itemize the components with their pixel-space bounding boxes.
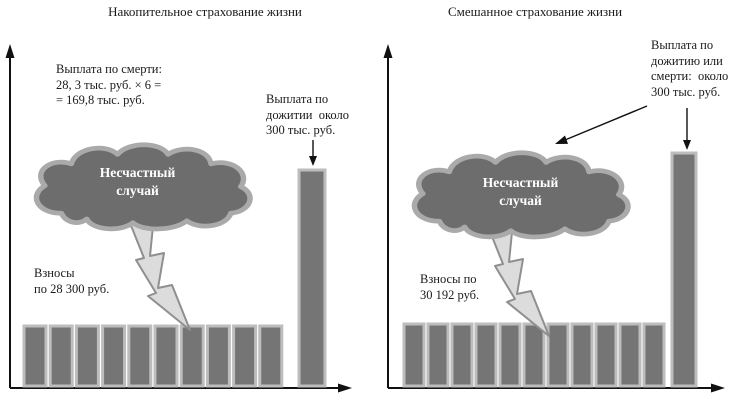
premium-bar [22,324,48,388]
payout-to-cloud-arrowhead [555,135,568,144]
survival-payout-bar [297,168,327,388]
premium-bar [426,322,450,388]
premium-bar [498,322,522,388]
premium-bar [48,324,74,388]
premium-note-mixed: Взносы по 30 192 руб. [420,272,480,302]
accident-cloud-label-accumulative: Несчастный случай [99,165,176,198]
x-axis-arrowhead [338,383,352,393]
x-axis-arrowhead [711,383,725,393]
premium-bars [402,322,666,388]
survival-payout-arrowhead [309,156,317,166]
payout-to-bar-arrowhead [683,140,691,150]
accumulative-panel-art [5,44,352,393]
survival-payout-note: Выплата по дожитии около 300 тыс. руб. [266,92,349,137]
premium-bar [127,324,153,388]
accident-cloud [33,142,253,232]
premium-bar [232,324,258,388]
lightning-bolt [486,221,550,337]
panel-title-mixed: Смешанное страхование жизни [447,4,623,19]
premium-bar [258,324,284,388]
accident-cloud-label-mixed: Несчастный случай [482,175,559,208]
premium-bar [450,322,474,388]
premium-bar [179,324,205,388]
premium-bar [618,322,642,388]
death-payout-note: Выплата по смерти: 28, 3 тыс. руб. × 6 =… [56,62,162,107]
premium-bar [546,322,570,388]
premium-bar [570,322,594,388]
premium-bars [22,324,284,388]
y-axis-arrowhead [383,44,393,58]
payout-bar [670,151,698,388]
premium-bar [474,322,498,388]
premium-bar [402,322,426,388]
premium-bar [74,324,100,388]
y-axis-arrowhead [5,44,15,58]
lightning-bolt [127,215,191,331]
panel-title-accumulative: Накопительное страхование жизни [108,4,302,19]
payout-note-mixed: Выплата по дожитию или смерти: около 300… [651,38,729,99]
premium-bar [642,322,666,388]
mixed-panel-art [383,44,725,393]
premium-bar [205,324,231,388]
premium-bar [101,324,127,388]
payout-to-cloud-arrow [564,105,648,141]
premium-bar [594,322,618,388]
accident-cloud [411,150,631,240]
premium-note-accumulative: Взносы по 28 300 руб. [34,266,110,296]
premium-bar [522,322,546,388]
premium-bar [153,324,179,388]
